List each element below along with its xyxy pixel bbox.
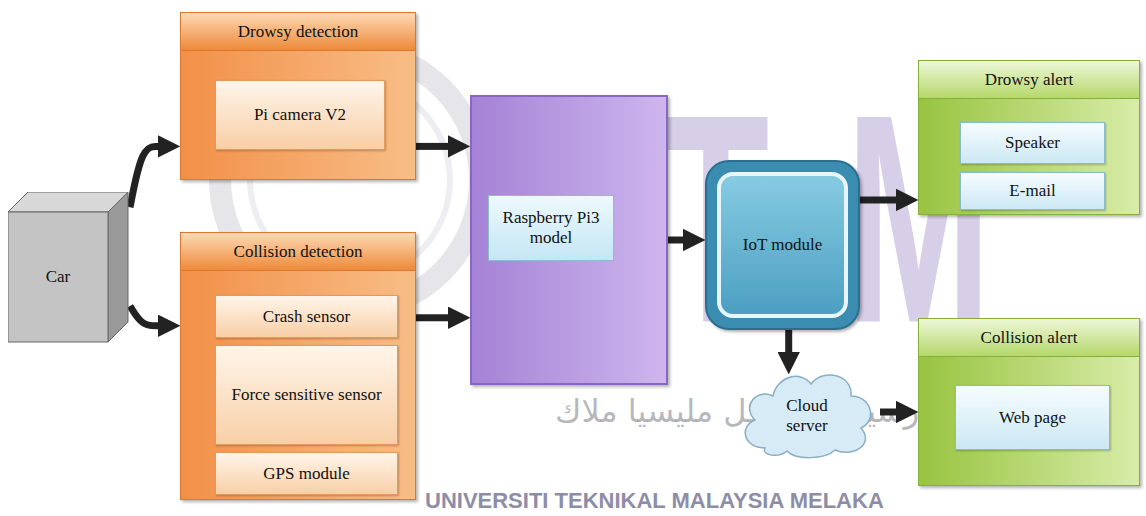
arrow-connector (880, 409, 896, 416)
node-text: Cloud server (765, 388, 849, 444)
node-text: Raspberry Pi3 model (488, 195, 614, 261)
cube-front (8, 212, 108, 342)
output-box: E-mail (960, 172, 1105, 210)
group-heading: Drowsy detection (181, 13, 415, 51)
cube-side (108, 192, 128, 342)
watermark-text: UNIVERSITI TEKNIKAL MALAYSIA MELAKA (425, 488, 884, 514)
output-box: Speaker (960, 122, 1105, 164)
node-text: Car (8, 212, 108, 342)
controller-box: Raspberry Pi3 model (470, 95, 668, 385)
node-text: GPS module (263, 464, 349, 484)
alert-group: Collision alertWeb page (918, 318, 1140, 486)
iot-module-box: IoT module (705, 160, 860, 330)
cloud-shape: Cloud server (735, 362, 880, 462)
arrow-connector (130, 146, 158, 207)
detection-group: Drowsy detection Pi camera V2 (180, 12, 416, 180)
component-box: Crash sensor (215, 295, 398, 338)
node-text: Pi camera V2 (254, 105, 346, 125)
group-heading: Collision alert (919, 319, 1139, 357)
arrow-connector (416, 314, 448, 321)
arrow-connector (416, 143, 448, 150)
output-box: Web page (955, 385, 1110, 450)
arrow-connector (860, 196, 896, 203)
group-heading: Collision detection (181, 233, 415, 271)
cube-top (8, 192, 128, 212)
component-box: Pi camera V2 (215, 80, 385, 150)
component-box: GPS module (215, 452, 398, 495)
node-text: Speaker (1005, 133, 1060, 153)
arrow-connector (130, 306, 158, 326)
node-text: Force sensitive sensor (231, 385, 381, 405)
node-text: E-mail (1009, 181, 1055, 201)
node-text: IoT module (717, 172, 848, 318)
node-text: Web page (999, 408, 1066, 428)
group-heading: Drowsy alert (919, 61, 1139, 99)
detection-group: Collision detectionCrash sensorForce sen… (180, 232, 416, 500)
node-text: Crash sensor (263, 307, 350, 327)
arrow-connector (668, 237, 683, 244)
car-cube: Car (8, 192, 130, 344)
component-box: Force sensitive sensor (215, 345, 398, 445)
arrow-connector (785, 330, 792, 352)
alert-group: Drowsy alertSpeakerE-mail (918, 60, 1140, 215)
cloud-path (745, 375, 870, 458)
